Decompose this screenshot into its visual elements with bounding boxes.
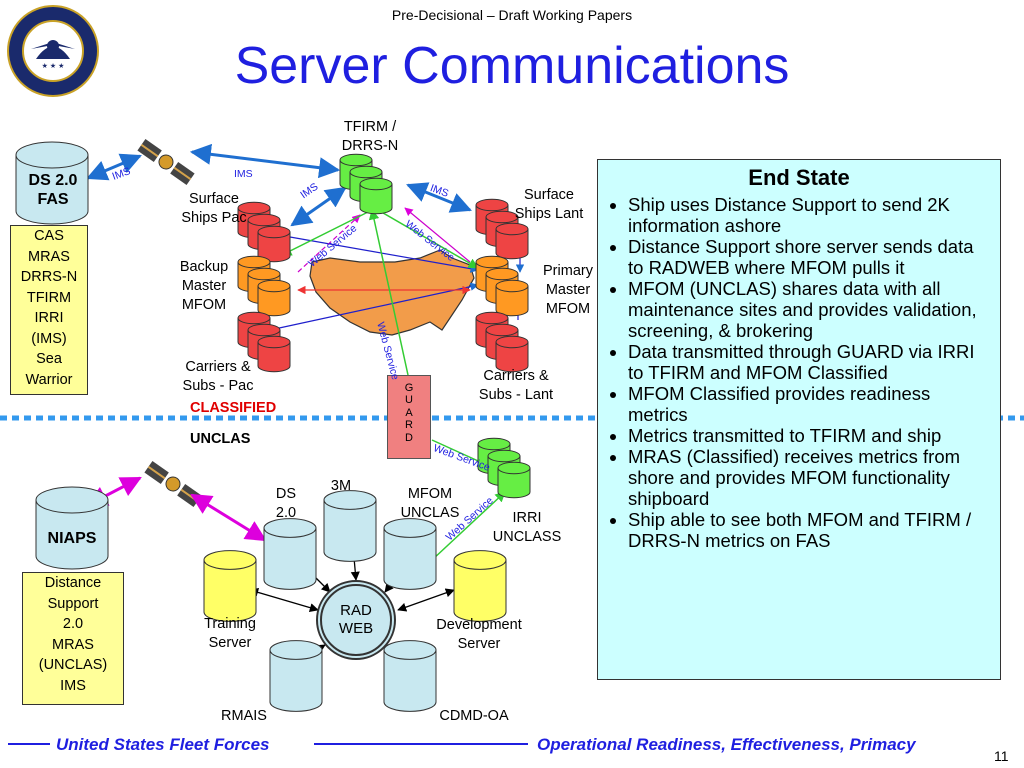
niaps-db: NIAPS — [47, 530, 97, 547]
box-line: IMS — [60, 677, 86, 694]
box-line: DRRS-N — [20, 269, 78, 285]
unclas-label: UNCLAS — [190, 431, 251, 447]
box-line: (UNCLAS) — [38, 657, 108, 673]
cdmd-db-icon — [383, 640, 437, 712]
surface-pac-server-icon — [257, 225, 291, 263]
mfom-unclas-db-icon — [383, 518, 437, 590]
box-line: MRAS — [28, 248, 70, 265]
guard-letter: U — [405, 394, 413, 407]
box-line: (IMS) — [31, 330, 67, 347]
training-server-label: Training Server — [204, 616, 256, 651]
ds-fas-db-icon — [15, 141, 89, 225]
guard-letter: D — [405, 431, 413, 444]
rmais-label: RMAIS — [221, 708, 267, 724]
end-state-bullet: MFOM Classified provides readiness metri… — [628, 383, 988, 425]
carriers-pac-server-icon — [257, 335, 291, 373]
surface-lant-server-icon — [495, 222, 529, 260]
3m-label: 3M — [330, 478, 352, 494]
box-line: Warrior — [25, 371, 73, 388]
page-number: 11 — [994, 748, 1009, 764]
3m-db-icon — [323, 490, 377, 562]
training-server-db-icon — [203, 550, 257, 622]
classified-label: CLASSIFIED — [190, 400, 277, 416]
box-line: 2.0 — [62, 616, 84, 632]
cdmd-label: CDMD-OA — [439, 708, 509, 724]
ds-fas-db: DS 2.0 FAS — [28, 172, 78, 208]
irri-server-icon — [497, 461, 531, 499]
primary-master-label: Primary Master MFOM — [543, 263, 593, 317]
svg-text:★ ★ ★: ★ ★ ★ — [42, 62, 65, 70]
tfirm-label: TFIRM / DRRS-N — [341, 119, 399, 154]
footer-rule — [8, 743, 528, 745]
box-line: CAS — [34, 228, 64, 244]
rmais-db-icon — [269, 640, 323, 712]
surface-pac-label: Surface Ships Pac — [181, 191, 247, 226]
ds2-db-icon — [263, 518, 317, 590]
backup-master-label: Backup Master MFOM — [179, 259, 229, 313]
slide-title: Server Communications — [234, 37, 790, 95]
end-state-panel: End State Ship uses Distance Support to … — [597, 159, 1001, 680]
draft-notice: Pre-Decisional – Draft Working Papers — [391, 7, 633, 23]
tfirm-server-stack-icon — [359, 177, 393, 215]
niaps-db-icon — [35, 486, 109, 570]
end-state-list: Ship uses Distance Support to send 2K in… — [598, 194, 988, 551]
box-line: Sea — [36, 351, 62, 367]
end-state-bullet: Data transmitted through GUARD via IRRI … — [628, 341, 988, 383]
development-server-label: Development Server — [436, 617, 522, 652]
fleet-forces-seal-icon: ★ ★ ★ — [7, 5, 99, 97]
radweb-hub: RAD WEB — [316, 580, 396, 660]
end-state-bullet: Metrics transmitted to TFIRM and ship — [628, 425, 988, 446]
backup-master-server-icon — [257, 279, 291, 317]
ds2-label: DS 2.0 — [275, 486, 297, 521]
end-state-bullet: Ship able to see both MFOM and TFIRM / D… — [628, 509, 988, 551]
carriers-lant-label: Carriers & Subs - Lant — [478, 368, 554, 403]
end-state-bullet: MFOM (UNCLAS) shares data with all maint… — [628, 278, 988, 341]
primary-master-server-icon — [495, 279, 529, 317]
end-state-bullet: Ship uses Distance Support to send 2K in… — [628, 194, 988, 236]
box-line: Support — [47, 595, 99, 612]
end-state-title: End State — [748, 165, 850, 190]
surface-lant-label: Surface Ships Lant — [514, 187, 584, 222]
guard-letter: A — [405, 406, 413, 419]
box-line: TFIRM — [26, 289, 72, 306]
satellite-icon — [137, 139, 195, 185]
carriers-lant-server-icon — [495, 335, 529, 373]
end-state-bullet: MRAS (Classified) receives metrics from … — [628, 446, 988, 509]
box-line: IRRI — [34, 310, 64, 326]
end-state-bullet: Distance Support shore server sends data… — [628, 236, 988, 278]
footer-motto: Operational Readiness, Effectiveness, Pr… — [537, 735, 916, 754]
guard-letter: G — [404, 382, 414, 394]
box-line: Distance — [44, 575, 102, 591]
development-server-db-icon — [453, 550, 507, 622]
guard-letter: R — [405, 419, 413, 432]
irri-label: IRRI UNCLASS — [492, 510, 562, 545]
mfom-unclas-label: MFOM UNCLAS — [400, 486, 460, 521]
footer-org: United States Fleet Forces — [56, 735, 270, 754]
carriers-pac-label: Carriers & Subs - Pac — [182, 359, 254, 394]
box-line: MRAS — [52, 636, 94, 653]
ims-link-label: IMS — [234, 168, 253, 180]
